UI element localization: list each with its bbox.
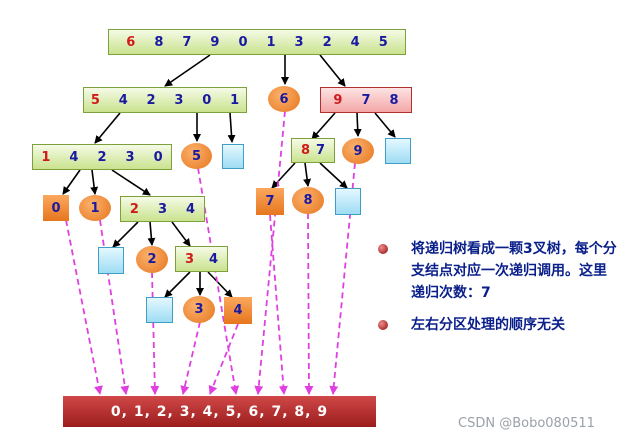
array-element: 3	[294, 34, 304, 50]
note-text: 将递归树看成一颗3叉树，每个分支结点对应一次递归调用。这里递归次数：7	[411, 241, 617, 301]
edge	[90, 169, 99, 195]
note-text: 左右分区处理的顺序无关	[411, 317, 565, 333]
array-element: 8	[389, 92, 399, 108]
empty-partition-box	[335, 188, 361, 215]
explanation-notes: 将递归树看成一颗3叉树，每个分支结点对应一次递归调用。这里递归次数：7 左右分区…	[378, 238, 618, 346]
leaf-7-node: 7	[256, 188, 284, 215]
bullet-icon	[378, 244, 388, 254]
array-element: 8	[300, 143, 310, 158]
empty-partition-box	[222, 144, 244, 169]
dashed-arrow	[254, 110, 286, 395]
edge	[353, 112, 362, 137]
array-element: 2	[129, 201, 139, 217]
edge	[227, 112, 236, 143]
array-element: 4	[118, 92, 128, 108]
array-element: 9	[210, 34, 220, 50]
edge	[374, 112, 396, 138]
root-array-box: 6 8 7 9 0 1 3 2 4 5	[108, 29, 406, 55]
pivot-5-node: 5	[181, 143, 212, 169]
edge	[171, 221, 191, 247]
empty-partition-box	[385, 138, 411, 164]
edge	[164, 271, 191, 298]
array-element: 2	[322, 34, 332, 50]
left-partition-box: 5 4 2 3 0 1	[83, 87, 247, 113]
pivot-6-node: 6	[268, 86, 300, 112]
array-element: 4	[186, 201, 196, 217]
leaf-8-node: 8	[292, 187, 324, 214]
array-element: 9	[333, 92, 343, 108]
array-element: 0	[238, 34, 248, 50]
array-element: 4	[209, 251, 219, 267]
array-element: 1	[41, 149, 51, 165]
empty-partition-box	[146, 297, 173, 323]
leaf-1-node: 1	[79, 195, 111, 221]
array-element: 1	[266, 34, 276, 50]
edge	[271, 162, 296, 189]
array-element: 0	[202, 92, 212, 108]
partition-234-box: 2 3 4	[120, 196, 205, 222]
array-element: 0	[153, 149, 163, 165]
note-item: 将递归树看成一颗3叉树，每个分支结点对应一次递归调用。这里递归次数：7	[378, 238, 618, 304]
edge	[147, 221, 156, 246]
pivot-9-node: 9	[342, 138, 374, 164]
array-element: 3	[184, 251, 194, 267]
partition-14230-box: 1 4 2 3 0	[32, 144, 172, 170]
array-element: 3	[125, 149, 135, 165]
empty-partition-box	[98, 247, 124, 274]
array-element: 5	[378, 34, 388, 50]
array-element: 4	[69, 149, 79, 165]
dashed-arrow	[150, 271, 160, 395]
array-element: 2	[97, 149, 107, 165]
edge	[311, 112, 336, 140]
dashed-arrow	[65, 219, 103, 395]
edge	[319, 162, 348, 189]
array-element: 3	[157, 201, 168, 217]
edge	[207, 271, 233, 298]
edge	[319, 54, 346, 87]
dashed-arrow	[180, 321, 201, 395]
array-element: 6	[126, 34, 136, 50]
bullet-icon	[378, 320, 388, 330]
edge	[111, 169, 151, 196]
dashed-arrow	[197, 167, 240, 395]
array-element: 7	[182, 34, 192, 50]
leaf-4-node: 4	[224, 297, 252, 324]
pivot-3-node: 3	[183, 296, 215, 323]
edge	[303, 162, 312, 187]
note-item: 左右分区处理的顺序无关	[378, 314, 618, 336]
pivot-2-node: 2	[136, 246, 168, 273]
array-element: 8	[154, 34, 164, 50]
array-element: 3	[174, 92, 184, 108]
dashed-arrow	[304, 212, 314, 395]
dashed-arrow	[329, 162, 356, 395]
watermark-credit: CSDN @Bobo080511	[458, 416, 595, 431]
array-element: 7	[361, 92, 371, 108]
dashed-arrow	[208, 323, 239, 395]
array-element: 4	[350, 34, 360, 50]
edge	[164, 54, 211, 87]
edge	[112, 221, 139, 248]
array-element: 7	[316, 143, 326, 158]
edge	[62, 169, 81, 195]
array-element: 1	[230, 92, 240, 108]
array-element: 2	[146, 92, 156, 108]
array-element: 5	[90, 92, 100, 108]
edge	[94, 112, 121, 144]
leaf-0-node: 0	[43, 195, 69, 221]
sorted-result-bar: 0, 1, 2, 3, 4, 5, 6, 7, 8, 9	[63, 396, 376, 427]
right-partition-box: 9 7 8	[320, 87, 412, 113]
